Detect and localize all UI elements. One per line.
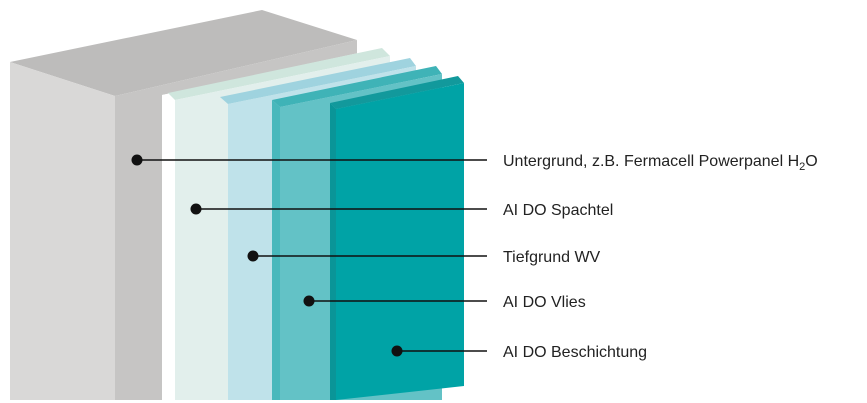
substrate-side — [115, 40, 357, 400]
leader-beschichtung — [391, 345, 487, 357]
marker-dot — [247, 250, 259, 262]
label-vlies: AI DO Vlies — [503, 294, 586, 311]
substrate-top — [10, 10, 357, 96]
leader-spachtel — [190, 203, 487, 215]
marker-dot — [190, 203, 202, 215]
marker-dot — [303, 295, 315, 307]
label-tiefgrund: Tiefgrund WV — [503, 249, 601, 266]
marker-dot — [131, 154, 143, 166]
layer-beschichtung — [330, 76, 464, 400]
substrate-block — [10, 10, 357, 400]
substrate-front — [10, 62, 115, 400]
leader-untergrund — [131, 154, 487, 166]
leader-tiefgrund — [247, 250, 487, 262]
label-untergrund: Untergrund, z.B. Fermacell Powerpanel H2… — [503, 153, 818, 173]
marker-dot — [391, 345, 403, 357]
leader-vlies — [303, 295, 487, 307]
label-beschichtung: AI DO Beschichtung — [503, 344, 647, 361]
label-spachtel: AI DO Spachtel — [503, 202, 613, 219]
